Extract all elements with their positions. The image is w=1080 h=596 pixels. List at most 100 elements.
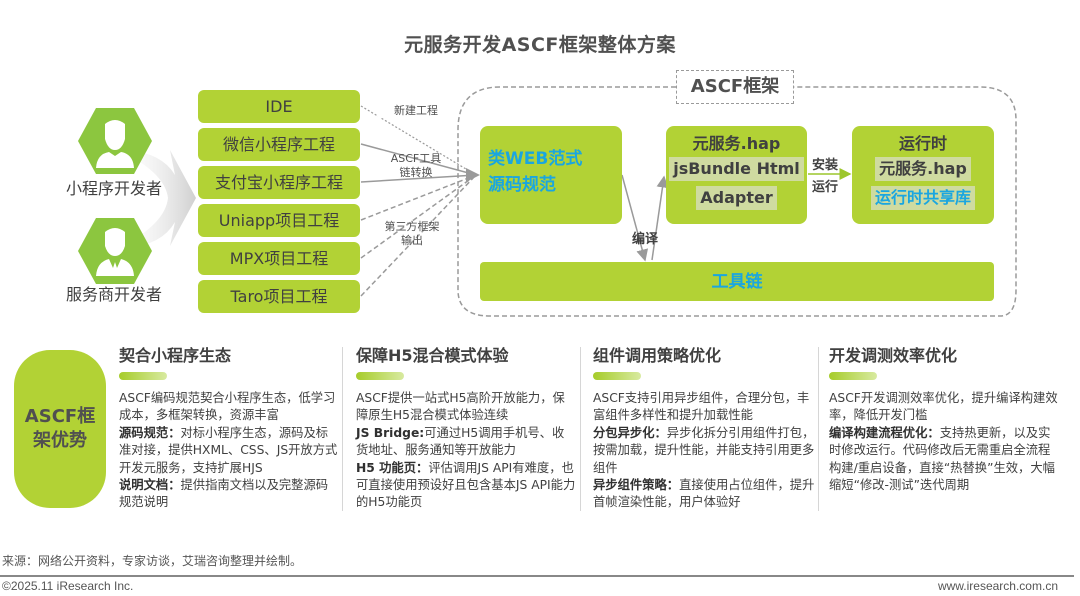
advantage-paragraph: 编译构建流程优化：支持热更新，以及实时修改运行。代码修改后无需重启全流程构建/重… [829,425,1059,495]
hap-box-title: 元服务.hap [692,134,781,153]
edge-wechat [360,143,477,176]
column-divider [818,347,819,511]
compile-arrow-down [621,174,649,262]
advantage-column: 组件调用策略优化 ASCF支持引用异步组件，合理分包，丰富组件多样性和提升加载性能… [593,342,815,512]
source-alipay: 支付宝小程序工程 [198,166,360,199]
persona-label-developer: 小程序开发者 [65,179,162,198]
advantage-keyword: JS Bridge: [356,425,425,440]
advantage-text: 直接使用占位组件，提升首帧渲染性能，用户体验好 [593,478,815,510]
hap-chip-adapter: Adapter [696,186,777,210]
advantage-paragraph: 源码规范：对标小程序生态，源码及标准对接，提供HXML、CSS、JS开放方式开发… [119,425,339,477]
runtime-box: 运行时 元服务.hap 运行时共享库 [852,126,994,224]
advantage-text: 支持热更新，以及实时修改运行。代码修改后无需重启全流程构建/重启设备，直接“热替… [829,425,1055,493]
advantage-body: ASCF支持引用异步组件，合理分包，丰富组件多样性和提升加载性能分包异步化：异步… [593,390,815,512]
edge-label-line: 链转换 [399,166,433,179]
source-uniapp: Uniapp项目工程 [198,204,360,237]
advantage-paragraph: H5 功能页：评估调用JS API有难度，也可直接使用预设好且包含基本JS AP… [356,460,576,512]
edge-label-line: ASCF工具 [390,152,442,165]
toolchain-bar: 工具链 [480,262,994,301]
edge-label-toolchain-convert: ASCF工具 链转换 [378,152,454,180]
advantage-text: 评估调用JS API有难度，也可直接使用预设好且包含基本JS API能力的H5功… [356,460,576,510]
advantage-keyword: 源码规范： [119,425,181,440]
source-note: 来源：网络公开资料，专家访谈，艾瑞咨询整理并绘制。 [2,554,303,568]
page-title: 元服务开发ASCF框架整体方案 [404,34,676,56]
advantage-keyword: 说明文档： [119,478,181,493]
web-spec-box: 类WEB范式 源码规范 [480,126,622,224]
advantage-body: ASCF编码规范契合小程序生态，低学习成本，多框架转换，资源丰富源码规范：对标小… [119,390,339,512]
edge-arrowhead [466,168,480,182]
compile-arrow-up [651,175,669,261]
persona-hex-developer [78,108,152,174]
advantages-label-line: ASCF框 [24,406,96,427]
edge-uniapp [360,174,477,221]
web-spec-line: 类WEB范式 [488,149,583,169]
persona-flow-arrow [118,150,196,248]
persona-hex-provider [78,218,152,284]
businessman-icon [96,228,134,276]
footer-divider [0,575,1074,577]
advantage-accent-bar [593,372,641,380]
advantage-keyword: 分包异步化： [593,425,667,440]
install-label: 安装 运行 [812,155,838,199]
advantage-title: 保障H5混合模式体验 [356,346,509,365]
advantage-keyword: 异步组件策略： [593,478,680,493]
advantage-text: ASCF支持引用异步组件，合理分包，丰富组件多样性和提升加载性能 [593,391,810,423]
advantage-accent-bar [119,372,167,380]
web-spec-line: 源码规范 [488,175,556,195]
framework-dashed-border [457,86,1017,317]
advantage-title: 开发调测效率优化 [829,346,958,365]
advantage-text: 可通过H5调用手机号、收货地址、服务通知等开放能力 [356,425,565,458]
advantage-text: 提供指南文档以及完整源码规范说明 [119,478,329,510]
source-wechat: 微信小程序工程 [198,128,360,161]
runtime-chip-hap: 元服务.hap [875,157,971,181]
advantage-title: 契合小程序生态 [119,346,232,365]
column-divider [580,347,581,511]
advantage-text: ASCF提供一站式H5高阶开放能力，保障原生H5混合模式体验连续 [356,391,565,423]
advantage-paragraph: ASCF开发调测效率优化，提升编译构建效率，降低开发门槛 [829,390,1059,425]
advantage-column: 保障H5混合模式体验 ASCF提供一站式H5高阶开放能力，保障原生H5混合模式体验… [356,342,576,512]
advantage-paragraph: JS Bridge:可通过H5调用手机号、收货地址、服务通知等开放能力 [356,425,576,460]
advantage-keyword: 编译构建流程优化： [829,425,940,440]
install-label-line: 运行 [812,180,839,195]
edge-label-new-project: 新建工程 [378,104,454,118]
edge-alipay [360,174,477,183]
advantage-text: 异步化拆分引用组件打包，按需加载，提升性能，并能支持引用更多组件 [593,425,815,475]
source-mpx: MPX项目工程 [198,242,360,275]
edge-label-line: 第三方框架 [384,220,440,233]
persona-label-provider: 服务商开发者 [65,285,162,304]
advantage-accent-bar [829,372,877,380]
advantages-label: ASCF框 架优势 [14,350,106,508]
website-url: www.iresearch.com.cn [937,579,1058,593]
advantage-paragraph: ASCF提供一站式H5高阶开放能力，保障原生H5混合模式体验连续 [356,390,576,425]
advantage-text: ASCF开发调测效率优化，提升编译构建效率，降低开发门槛 [829,391,1058,423]
advantage-paragraph: ASCF支持引用异步组件，合理分包，丰富组件多样性和提升加载性能 [593,390,815,425]
advantage-text: ASCF编码规范契合小程序生态，低学习成本，多框架转换，资源丰富 [119,391,336,423]
toolchain-label: 工具链 [711,272,763,292]
compile-label: 编译 [632,232,659,247]
framework-tag: ASCF框架 [676,70,794,104]
edge-taro [360,174,477,297]
advantages-label-line: 架优势 [33,430,87,451]
hap-box: 元服务.hap jsBundle Html Adapter [666,126,807,224]
edge-label-third-party: 第三方框架 输出 [374,220,450,248]
runtime-box-title: 运行时 [898,134,947,153]
advantage-paragraph: ASCF编码规范契合小程序生态，低学习成本，多框架转换，资源丰富 [119,390,339,425]
install-label-line: 安装 [812,158,839,173]
runtime-chip-shared-lib: 运行时共享库 [870,186,975,210]
user-icon [96,120,134,168]
source-ide: IDE [198,90,360,123]
advantage-body: ASCF开发调测效率优化，提升编译构建效率，降低开发门槛编译构建流程优化：支持热… [829,390,1059,494]
advantage-accent-bar [356,372,404,380]
advantage-paragraph: 说明文档：提供指南文档以及完整源码规范说明 [119,477,339,512]
hap-chip-jsbundle: jsBundle Html [669,157,804,181]
edge-label-line: 输出 [401,234,423,247]
column-divider [342,347,343,511]
advantage-paragraph: 异步组件策略：直接使用占位组件，提升首帧渲染性能，用户体验好 [593,477,815,512]
advantage-text: 对标小程序生态，源码及标准对接，提供HXML、CSS、JS开放方式开发元服务，支… [119,425,338,475]
copyright: ©2025.11 iResearch Inc. [2,579,134,593]
advantage-title: 组件调用策略优化 [593,346,722,365]
